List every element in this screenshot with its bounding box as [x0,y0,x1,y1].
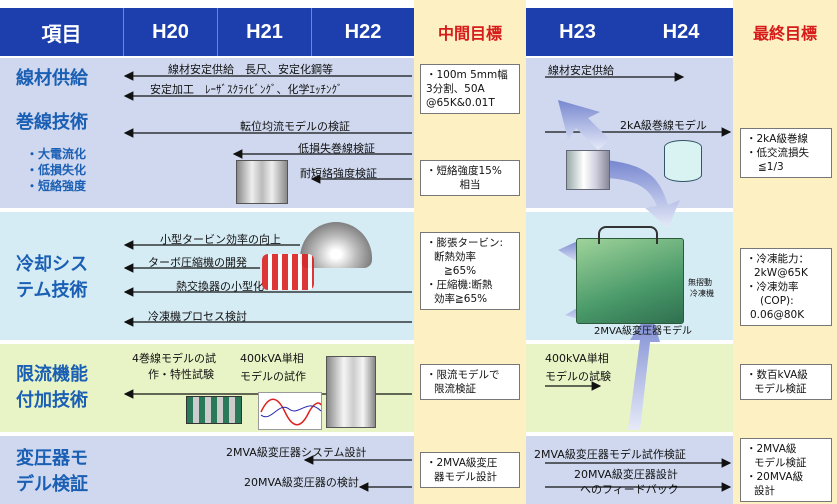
final-goal-cooling-box: ・冷凍能力： 2kW@65K ・冷凍効率 (COP): 0.06@80K [740,248,832,326]
mid-goal-short-box: ・短絡強度15% 相当 [420,160,520,196]
coil-photo [236,160,288,204]
arrow-text-wire-1: 線材安定供給 長尺、安定化鋼等 [168,63,333,76]
current-mid-text-1: 400kVA単相 [240,352,304,365]
arrow-text-cooling-4: 冷凍機プロセス検討 [148,310,247,323]
big-arrow-2 [606,160,680,228]
cylinder-icon [664,140,702,182]
transformer-model-label: 2MVA級変圧器モデル [594,326,693,337]
mid-goal-cooling-box: ・膨張タービン: 断熱効率 ≧65% ・圧縮機:断熱 効率≧65% [420,232,520,310]
mid-goal-wire-box: ・100m 5mm幅 3分割、50A @65K&0.01T [420,64,520,114]
subitem-short-strength: ・短絡強度 [26,179,87,193]
final-goal-transformer-box: ・2MVA級 モデル検証 ・20MVA級 設計 [740,438,832,502]
transformer-model-image [576,238,684,324]
transformer-top-pipes [598,226,658,244]
label-current-2: 付加技術 [16,390,88,411]
big-arrow-1 [558,100,610,150]
compressor-image [262,254,314,290]
four-winding-model-image [186,396,242,424]
mid-goal-transformer-box: ・2MVA級変圧 器モデル設計 [420,452,520,488]
label-cooling-1: 冷却シス [16,254,88,275]
arrow-text-wire-5: 耐短絡強度検証 [300,167,377,180]
arrow-text-wire-later-2: 2kA級巻線モデル [620,119,707,132]
arrow-text-transformer-1: 2MVA級変圧器システム設計 [226,446,367,459]
subitem-low-loss: ・低損失化 [26,163,87,177]
final-goal-current-box: ・数百kVA級 モデル検証 [740,364,832,400]
header-year-h24: H24 [629,8,733,56]
arrow-text-cooling-1: 小型タービン効率の向上 [160,233,281,246]
arrow-text-transformer-later-1: 2MVA級変圧器モデル試作検証 [534,448,686,461]
header-year-h21: H21 [217,8,311,56]
current-left-text-2: 作・特性試験 [148,368,214,381]
refrigerator-label-2: 冷凍機 [690,289,714,298]
arrow-text-wire-later-1: 線材安定供給 [548,64,614,77]
coil-model-photo [566,150,610,190]
final-goal-wire-box: ・2kA級巻線 ・低交流損失 ≦1/3 [740,128,832,178]
label-current-1: 限流機能 [16,364,88,385]
subitem-high-current: ・大電流化 [26,147,87,161]
waveform-graph [258,392,322,430]
refrigerator-label-1: 無摺動 [688,278,712,287]
header-year-h23: H23 [526,8,629,56]
label-wire-supply: 線材供給 [16,68,88,89]
header-item: 項目 [0,8,123,56]
arrow-text-transformer-later-3: へのフィードバック [580,483,679,496]
arrow-text-wire-3: 転位均流モデルの検証 [240,120,350,133]
label-transformer-2: デル検証 [16,474,88,495]
current-later-text-2: モデルの試験 [545,370,611,383]
label-cooling-2: テム技術 [16,280,88,301]
header-mid-goal: 中間目標 [414,8,526,56]
current-left-text-1: 4巻線モデルの試 [132,352,216,365]
arrow-text-cooling-2: ターボ圧縮機の開発 [148,256,247,269]
big-arrow-3 [628,310,660,430]
label-transformer-1: 変圧器モ [16,448,88,469]
arrow-text-wire-2: 安定加工 ﾚｰｻﾞｽｸﾗｲﾋﾞﾝｸﾞ、化学ｴｯﾁﾝｸﾞ [150,83,343,96]
current-mid-text-2: モデルの試作 [240,370,306,383]
arrow-text-transformer-2: 20MVA級変圧器の検討 [244,476,359,489]
mid-goal-current-box: ・限流モデルで 限流検証 [420,364,520,400]
header-year-h20: H20 [123,8,217,56]
arrow-text-wire-4: 低損失巻線検証 [298,142,375,155]
arrow-text-transformer-later-2: 20MVA級変圧器設計 [574,468,678,481]
current-later-text-1: 400kVA単相 [545,352,609,365]
single-phase-model-image [326,356,376,428]
label-coil-tech: 巻線技術 [16,112,88,133]
header-final-goal: 最終目標 [733,8,837,56]
header-year-h22: H22 [311,8,414,56]
arrow-text-cooling-3: 熱交換器の小型化 [176,280,264,293]
